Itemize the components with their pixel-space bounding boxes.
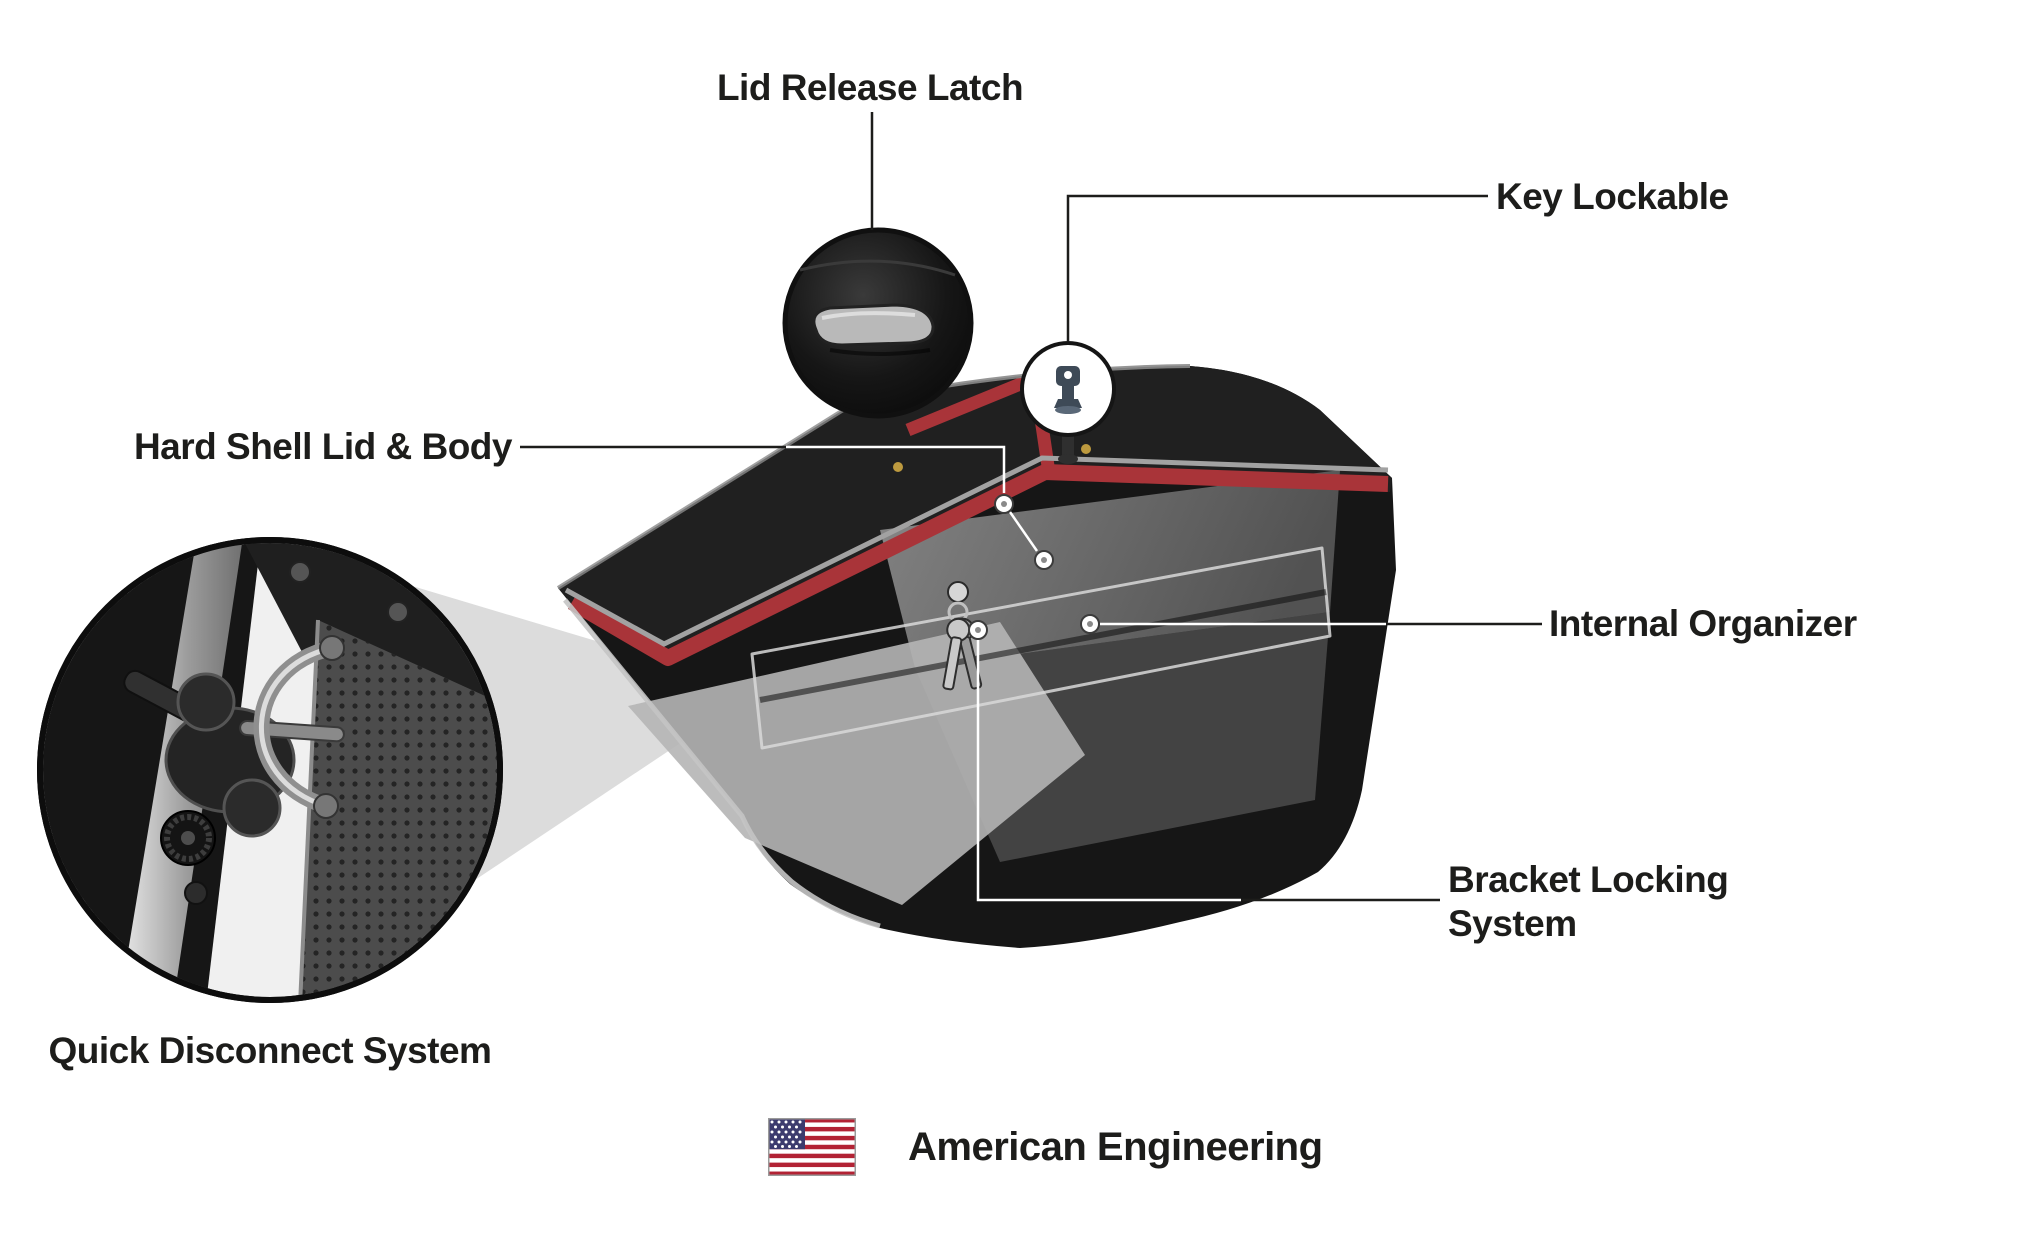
piping-upper-left-edge <box>556 400 858 590</box>
callout-lines <box>520 112 1542 902</box>
lid-keyhole-right <box>1081 444 1091 454</box>
hardshell-callout-link <box>1008 511 1039 552</box>
key-in-top-lock <box>1058 432 1078 464</box>
lid-latch-magnified-icon <box>812 303 935 356</box>
lid-keyhole-left <box>893 462 903 472</box>
label-hard-shell-lid-body: Hard Shell Lid & Body <box>133 426 513 467</box>
label-bracket-locking-system: Bracket Locking System <box>1448 859 1729 944</box>
callout-anchor-dots <box>968 494 1100 640</box>
key-icon <box>1054 366 1082 414</box>
anchor-dot-body <box>1034 550 1054 570</box>
label-quick-disconnect-system: Quick Disconnect System <box>48 1030 492 1071</box>
hardshell-callout-line-on-bag <box>786 445 1006 493</box>
internal-organizer-outline <box>750 546 1332 750</box>
flag-stars <box>770 1120 802 1148</box>
flag-stripes <box>768 1118 856 1176</box>
label-key-lockable: Key Lockable <box>1496 176 1729 217</box>
red-trim-stripe <box>567 464 1389 666</box>
label-lid-release-latch: Lid Release Latch <box>716 67 1024 108</box>
anchor-dot-organizer <box>1080 614 1100 634</box>
saddlebag-lid <box>558 366 1392 660</box>
key-callout-line <box>1066 194 1488 341</box>
key-lockable-inset <box>1020 341 1116 437</box>
body-reflection-upper <box>880 470 1340 668</box>
piping-lid-seam <box>564 455 1389 647</box>
bracket-callout-line-on-bag <box>976 640 1241 902</box>
label-internal-organizer: Internal Organizer <box>1549 603 1857 644</box>
anchor-dot-bracket <box>968 620 988 640</box>
us-flag-icon <box>768 1118 856 1176</box>
piping-lower-left-edge <box>563 598 881 929</box>
body-reflection-lower <box>628 622 1085 905</box>
label-american-engineering: American Engineering <box>908 1125 1323 1169</box>
organizer-zipper-line <box>759 589 1327 703</box>
quick-disconnect-inset <box>37 537 503 1003</box>
front-lock-and-keys <box>942 581 983 691</box>
anchor-dot-lid <box>994 494 1014 514</box>
lid-latch-inset <box>782 227 974 419</box>
